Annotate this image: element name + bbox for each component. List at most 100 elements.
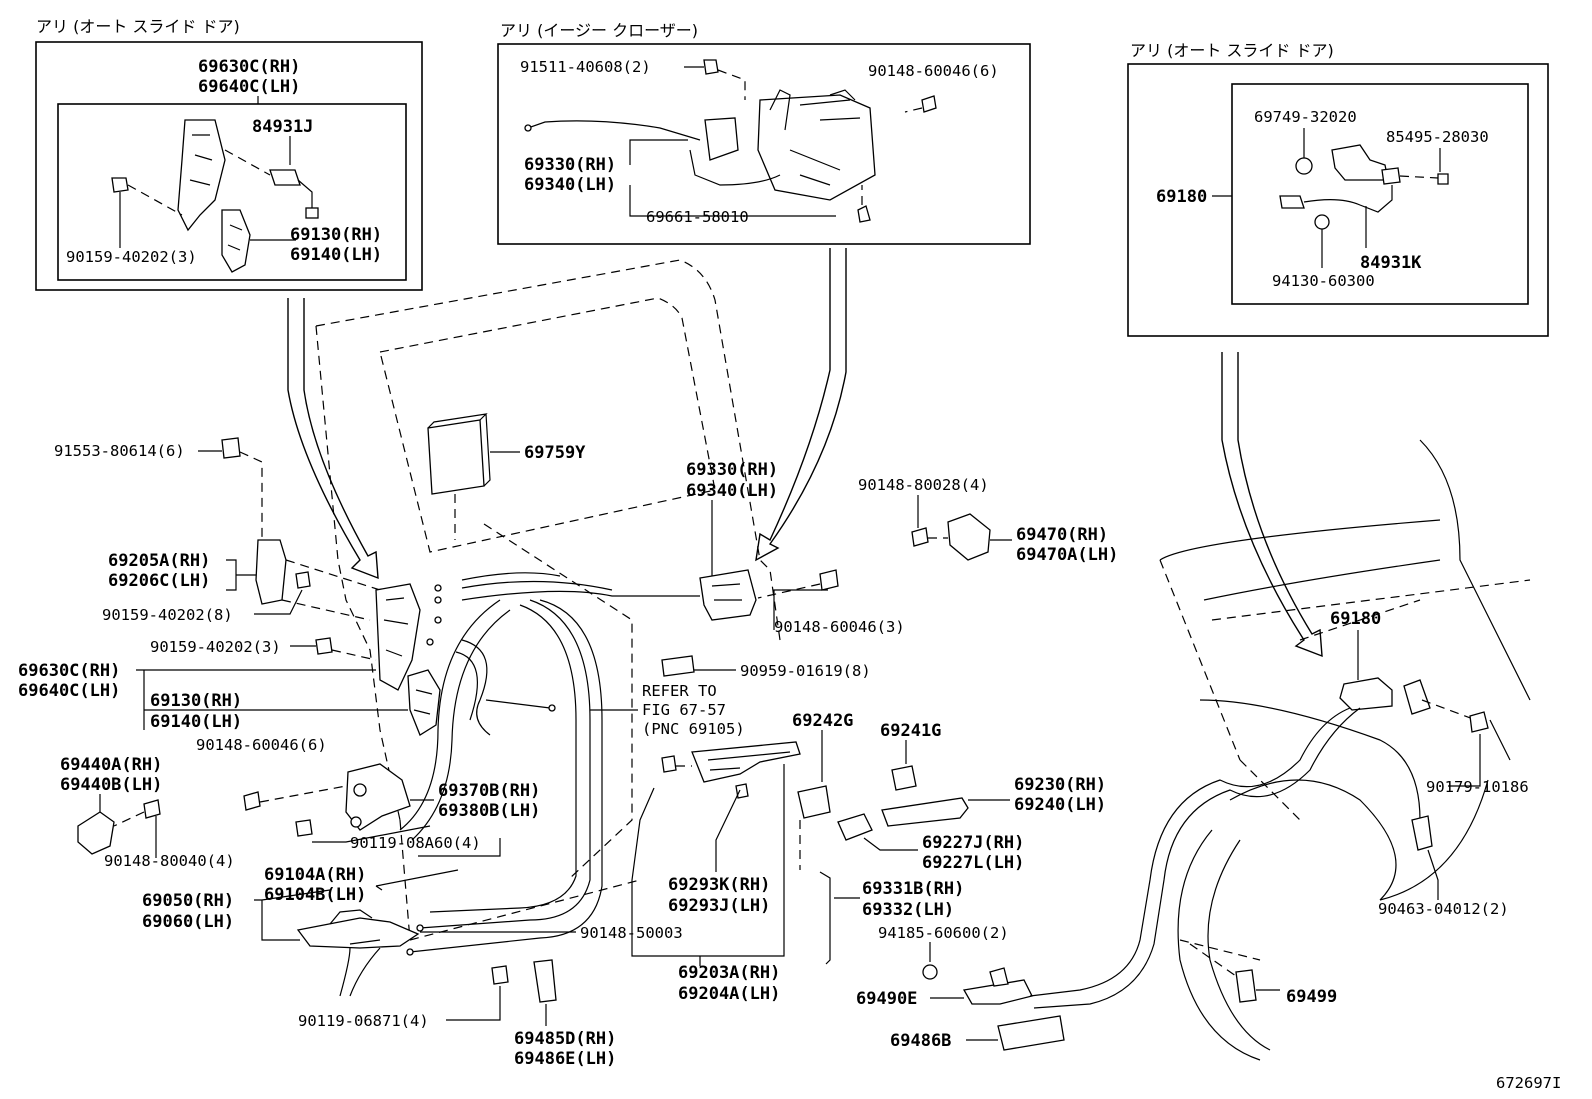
label-69227L: 69227L(LH) — [922, 853, 1024, 873]
lower-guide-69490E — [962, 967, 1033, 1005]
label-85495: 85495-28030 — [1386, 128, 1489, 146]
label-69749: 69749-32020 — [1254, 108, 1357, 126]
label-69331B: 69331B(RH) — [862, 879, 964, 899]
label-69242G: 69242G — [792, 711, 853, 731]
label-84931K: 84931K — [1360, 253, 1422, 273]
refer-line2: FIG 67-57 — [642, 701, 726, 719]
label-69330-mid: 69330(RH) — [524, 155, 616, 175]
easy-closer-unit — [757, 94, 876, 201]
grommet-94185 — [922, 964, 938, 980]
label-69440B: 69440B(LH) — [60, 775, 162, 795]
label-90159-3: 90159-40202(3) — [150, 638, 281, 656]
bolt-icon — [295, 819, 313, 837]
inset-mid-box — [497, 43, 1031, 245]
arrow-left-inset — [287, 298, 379, 580]
label-90179: 90179-10186 — [1426, 778, 1529, 796]
label-69180-main: 69180 — [1330, 609, 1381, 629]
label-84931J: 84931J — [252, 117, 313, 137]
inset-left: 69630C(RH) 69640C(LH) 84931J 69130(RH) 6… — [35, 41, 423, 291]
cover-69499 — [1235, 969, 1257, 1003]
center-roller-69370B — [345, 763, 411, 831]
label-69485D: 69485D(RH) — [514, 1029, 616, 1049]
refer-line3: (PNC 69105) — [642, 720, 745, 738]
label-94130: 94130-60300 — [1272, 272, 1375, 290]
screw-icon — [243, 791, 261, 811]
label-69470A: 69470A(LH) — [1016, 545, 1118, 565]
lower-roller-69104A — [296, 909, 420, 949]
switch-bracket — [1331, 144, 1389, 181]
inset-right-outer-box — [1127, 63, 1549, 337]
header-auto-slide-left: アリ (オート スライド ドア) — [36, 17, 240, 36]
label-90148-80028: 90148-80028(4) — [858, 476, 989, 494]
screw-icon — [1437, 173, 1449, 185]
label-69240: 69240(LH) — [1014, 795, 1106, 815]
grommet-94130 — [1314, 214, 1330, 230]
arrow-mid-inset — [755, 248, 847, 562]
handle-pad-69242G — [797, 785, 831, 819]
header-auto-slide-right: アリ (オート スライド ドア) — [1130, 41, 1334, 60]
label-69380B: 69380B(LH) — [438, 801, 540, 821]
label-69227J: 69227J(RH) — [922, 833, 1024, 853]
bolt-icon — [221, 437, 241, 459]
front-lock-69330 — [699, 569, 757, 621]
label-69486B: 69486B — [890, 1031, 951, 1051]
label-69205A: 69205A(RH) — [108, 551, 210, 571]
label-69661: 69661-58010 — [646, 208, 749, 226]
label-94185: 94185-60600(2) — [878, 924, 1009, 942]
outside-handle-69230 — [797, 765, 969, 841]
label-91511: 91511-40608(2) — [520, 58, 651, 76]
label-69486E: 69486E(LH) — [514, 1049, 616, 1069]
label-69640C-main: 69640C(LH) — [18, 681, 120, 701]
bolt-icon — [491, 965, 509, 985]
label-90463: 90463-04012(2) — [1378, 900, 1509, 918]
lock-bracket-inset — [177, 119, 226, 232]
refer-line1: REFER TO — [642, 682, 717, 700]
label-69140-main: 69140(LH) — [150, 712, 242, 732]
label-69630C-inset: 69630C(RH) — [198, 57, 300, 77]
vehicle-body-outline — [1159, 439, 1531, 1061]
label-69630C-main: 69630C(RH) — [18, 661, 120, 681]
inset-right: 69749-32020 85495-28030 69180 84931K 941… — [1127, 63, 1549, 337]
label-90148-60046-6: 90148-60046(6) — [196, 736, 327, 754]
inset-left-inner-box — [57, 103, 407, 281]
striker-69470 — [947, 513, 991, 561]
label-90148-mid: 90148-60046(6) — [868, 62, 999, 80]
label-90148-80040: 90148-80040(4) — [104, 852, 235, 870]
screw-icon — [143, 799, 161, 819]
inset-right-inner-box — [1231, 83, 1529, 305]
label-69104A: 69104A(RH) — [264, 865, 366, 885]
screw-icon — [661, 755, 677, 773]
label-69640C-inset: 69640C(LH) — [198, 77, 300, 97]
label-69204A: 69204A(LH) — [678, 984, 780, 1004]
clamp-90463 — [1411, 815, 1433, 851]
inset-left-outer-box — [35, 41, 423, 291]
label-69104B: 69104B(LH) — [264, 885, 366, 905]
screw-icon — [911, 527, 929, 547]
label-69050: 69050(RH) — [142, 891, 234, 911]
sensor-84931J — [269, 169, 301, 186]
inset-easy-closer: 91511-40608(2) 90148-60046(6) 69330(RH) … — [497, 43, 1031, 245]
label-91553: 91553-80614(6) — [54, 442, 185, 460]
label-69332: 69332(LH) — [862, 900, 954, 920]
label-69330-main: 69330(RH) — [686, 460, 778, 480]
label-69140-inset: 69140(LH) — [290, 245, 382, 265]
hinge-plate-69440 — [77, 811, 115, 855]
label-69130-main: 69130(RH) — [150, 691, 242, 711]
label-69293J: 69293J(LH) — [668, 896, 770, 916]
label-90119-06871: 90119-06871(4) — [298, 1012, 429, 1030]
door-switch-69180 — [1339, 677, 1431, 715]
bolt-icon — [111, 177, 129, 193]
bolt-icon — [295, 571, 311, 589]
cover-69486B — [997, 1015, 1065, 1051]
lock-motor-inset — [221, 209, 251, 273]
label-69340-main: 69340(LH) — [686, 481, 778, 501]
label-69060: 69060(LH) — [142, 912, 234, 932]
label-69470: 69470(RH) — [1016, 525, 1108, 545]
grommet-90179 — [1469, 711, 1489, 733]
label-69759Y: 69759Y — [524, 443, 586, 463]
label-90148-60046-3: 90148-60046(3) — [774, 618, 905, 636]
label-90159-inset: 90159-40202(3) — [66, 248, 197, 266]
label-69241G: 69241G — [880, 721, 941, 741]
header-easy-closer: アリ (イージー クローザー) — [500, 21, 698, 40]
label-69230: 69230(RH) — [1014, 775, 1106, 795]
